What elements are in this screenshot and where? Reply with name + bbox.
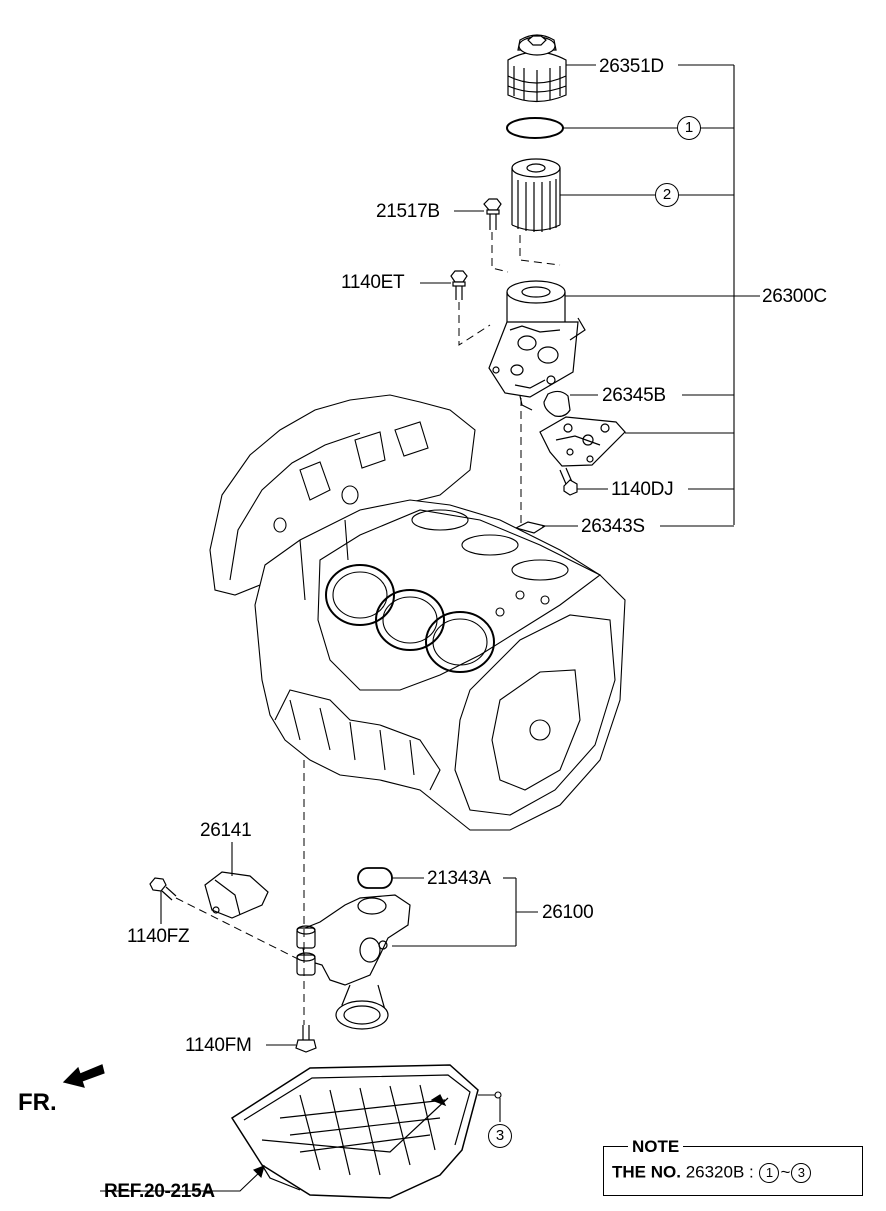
filter-element-drawing — [511, 158, 561, 232]
note-from-circle: 1 — [759, 1163, 780, 1183]
assembly-lines — [175, 232, 561, 1025]
label-1140et: 1140ET — [341, 272, 405, 293]
label-26343s: 26343S — [581, 516, 645, 537]
label-ref-20-215a: REF.20-215A — [104, 1181, 215, 1202]
callout-2: 2 — [655, 183, 679, 207]
label-21517b: 21517B — [376, 201, 440, 222]
o-ring-drawing — [506, 117, 564, 139]
oil-pump-drawing — [296, 894, 411, 1030]
label-21343a: 21343A — [427, 868, 491, 889]
oil-pan-drawing — [230, 1064, 479, 1199]
bolt-1140fz-drawing — [149, 877, 177, 901]
label-1140fm: 1140FM — [185, 1035, 252, 1056]
o-ring-21343a-drawing — [357, 867, 393, 889]
label-26100: 26100 — [542, 902, 594, 923]
bolt-1140fm-drawing — [295, 1025, 317, 1053]
bolt-21517b-drawing — [483, 198, 502, 230]
label-26300c: 26300C — [762, 286, 827, 307]
front-arrow-icon — [62, 1064, 105, 1088]
gasket-26345b-drawing — [543, 390, 571, 417]
note-sep: ~ — [780, 1162, 791, 1182]
note-title: NOTE — [628, 1138, 684, 1155]
oil-filter-housing-drawing — [488, 280, 586, 411]
label-26351d: 26351D — [599, 56, 664, 77]
bolt-1140dj-drawing — [559, 467, 578, 496]
note-prefix: THE NO. — [612, 1162, 681, 1182]
oil-filter-cap-drawing — [507, 34, 567, 103]
label-1140fz: 1140FZ — [127, 926, 190, 947]
engine-block-drawing — [209, 394, 626, 831]
note-to-circle: 3 — [791, 1163, 812, 1183]
label-1140dj: 1140DJ — [611, 479, 674, 500]
callout-1: 1 — [677, 116, 701, 140]
baffle-26141-drawing — [204, 871, 269, 919]
callout-3: 3 — [488, 1124, 512, 1148]
leader-lines — [100, 64, 760, 1192]
label-26345b: 26345B — [602, 385, 666, 406]
bolt-1140et-drawing — [450, 270, 468, 300]
label-26141: 26141 — [200, 820, 252, 841]
front-label: FR. — [18, 1089, 57, 1116]
note-text: THE NO. 26320B : 1~3 — [612, 1163, 812, 1183]
oil-cooler-plate-drawing — [539, 416, 626, 467]
note-part: 26320B : — [685, 1162, 754, 1182]
note-box — [603, 1146, 863, 1196]
